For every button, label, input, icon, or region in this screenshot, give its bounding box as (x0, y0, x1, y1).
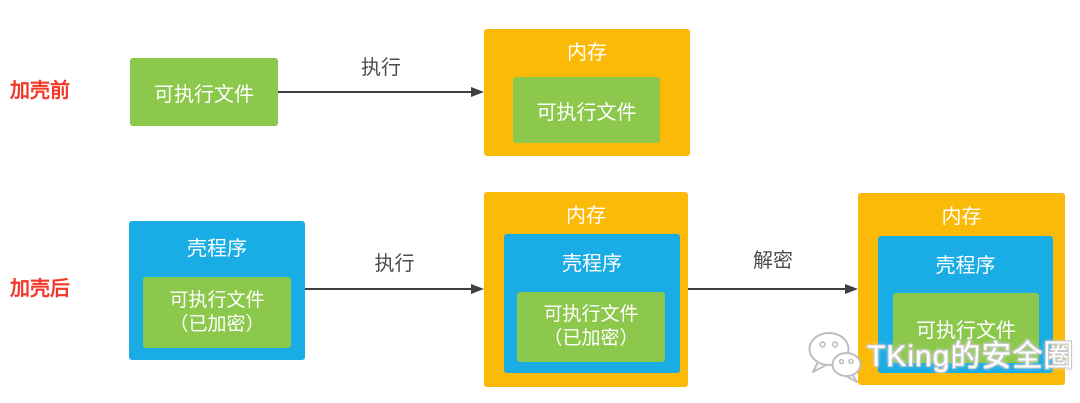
memory-title: 内存 (567, 42, 607, 64)
watermark: TKing的安全圈 (806, 329, 1074, 385)
memory-decrypted-exe-box: 可执行文件 (893, 293, 1039, 363)
execute-arrow (278, 87, 484, 97)
memory-exe-file-box: 可执行文件 (513, 77, 660, 143)
encrypted-exe-line1: 可执行文件 (169, 289, 265, 311)
execute-arrow-2-label: 执行 (374, 253, 415, 275)
decrypt-arrow-label: 解密 (753, 250, 793, 272)
shell-program-title: 壳程序 (187, 238, 247, 260)
watermark-text: TKing的安全圈 (867, 340, 1075, 373)
before-packing-label: 加壳前 (10, 80, 70, 102)
memory-loaded-encrypted-exe-box: 可执行文件 （已加密） (517, 292, 665, 362)
memory-decrypted-title: 内存 (941, 206, 982, 228)
after-packing-label: 加壳后 (10, 278, 70, 300)
memory-box-loaded: 内存 壳程序 可执行文件 （已加密） (484, 192, 688, 387)
memory-loaded-title: 内存 (566, 205, 606, 227)
memory-decrypted-shell-title: 壳程序 (935, 255, 996, 277)
memory-decrypted-exe-label: 可执行文件 (916, 319, 1016, 342)
execute-arrow-label: 执行 (361, 57, 401, 79)
memory-box-before: 内存 可执行文件 (484, 29, 690, 156)
decrypt-arrow (688, 284, 858, 294)
memory-loaded-exe-line2: （已加密） (543, 328, 639, 349)
memory-exe-file-label: 可执行文件 (536, 101, 637, 124)
memory-loaded-exe-line1: 可执行文件 (543, 304, 639, 325)
packed-shell-box: 壳程序 可执行文件 （已加密） (129, 221, 305, 360)
encrypted-exe-box: 可执行文件 （已加密） (143, 277, 291, 348)
exe-file-box: 可执行文件 (130, 58, 278, 126)
execute-arrow-2 (305, 284, 484, 294)
wechat-icon (808, 332, 862, 383)
memory-box-decrypted: 内存 壳程序 可执行文件 (858, 193, 1065, 385)
memory-loaded-shell-box: 壳程序 可执行文件 （已加密） (504, 234, 680, 373)
encrypted-exe-line2: （已加密） (169, 313, 265, 335)
memory-loaded-shell-title: 壳程序 (562, 253, 622, 275)
exe-file-label: 可执行文件 (154, 83, 254, 106)
memory-decrypted-shell-box: 壳程序 可执行文件 (878, 236, 1053, 373)
